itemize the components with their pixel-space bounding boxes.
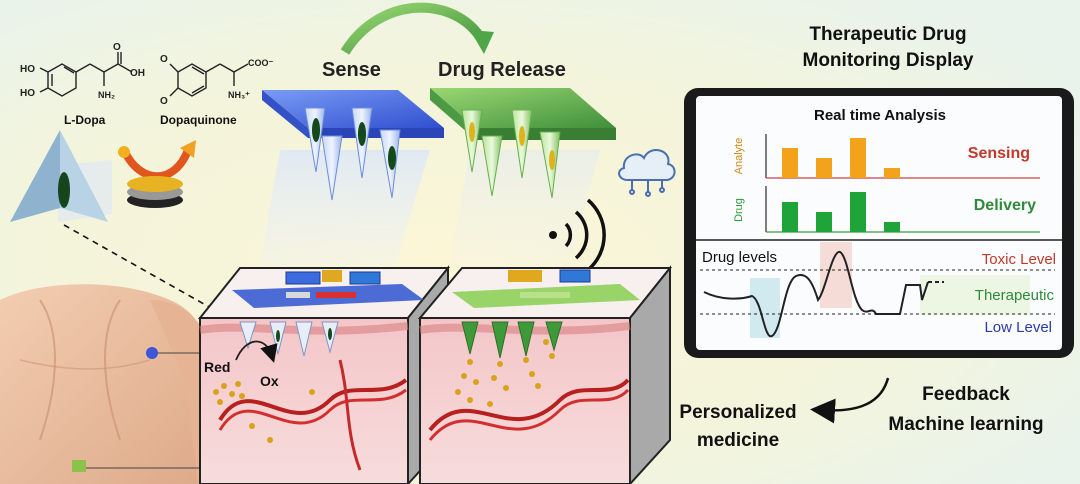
chem-coo: COO⁻ bbox=[248, 58, 274, 68]
redox-cycle-arrow bbox=[235, 340, 278, 363]
oxidation-arrow-head bbox=[180, 140, 196, 158]
wireless-signal-icon bbox=[549, 198, 606, 272]
electrode-layer-stack bbox=[127, 176, 183, 208]
released-drug-dots bbox=[455, 339, 555, 407]
label-therapeutic: Therapeutic bbox=[975, 287, 1055, 304]
label-sensing: Sensing bbox=[968, 145, 1030, 162]
bar-delivery-1 bbox=[782, 202, 798, 232]
bar-delivery-3 bbox=[850, 192, 866, 232]
sense-to-release-arrow-head bbox=[470, 30, 494, 54]
label-low-level: Low Level bbox=[984, 319, 1052, 336]
chem-carbonyl-o: O bbox=[113, 42, 121, 53]
dopa-molecule-dot bbox=[118, 146, 130, 158]
bar-delivery-2 bbox=[816, 212, 832, 232]
label-personalized: Personalized bbox=[679, 402, 796, 423]
bar-sensing-4 bbox=[884, 168, 900, 178]
label-ox: Ox bbox=[260, 373, 279, 389]
tablet-device bbox=[684, 88, 1074, 358]
label-feedback: Feedback bbox=[922, 384, 1010, 405]
redox-dots bbox=[213, 381, 315, 443]
chem-ho-bottom: HO bbox=[20, 88, 35, 99]
bar-delivery-4 bbox=[884, 222, 900, 232]
label-drug-release: Drug Release bbox=[438, 59, 566, 81]
molecule-label-l-dopa: L-Dopa bbox=[64, 113, 106, 127]
molecule-label-dopaquinone: Dopaquinone bbox=[160, 113, 237, 127]
axis-drug: Drug bbox=[733, 198, 745, 222]
chem-o-top: O bbox=[160, 54, 168, 65]
bar-sensing-2 bbox=[816, 158, 832, 178]
release-projection-beam bbox=[450, 150, 600, 265]
drug-level-panel bbox=[696, 239, 1062, 338]
chem-nh2: NH₂ bbox=[98, 90, 115, 100]
cloud-network-icon bbox=[618, 149, 676, 197]
feedback-arrow bbox=[810, 377, 890, 424]
chem-ho-top: HO bbox=[20, 64, 35, 75]
label-delivery: Delivery bbox=[974, 197, 1036, 214]
label-medicine: medicine bbox=[697, 430, 779, 451]
sense-skin-block bbox=[197, 265, 451, 484]
label-sense: Sense bbox=[322, 59, 381, 81]
chem-oh: OH bbox=[130, 68, 145, 79]
microneedle-zoom-pyramid bbox=[10, 130, 108, 222]
label-toxic-level: Toxic Level bbox=[982, 251, 1056, 268]
sense-microneedle-patch bbox=[262, 90, 444, 201]
display-title-line1: Therapeutic Drug bbox=[809, 24, 966, 45]
dopaquinone-structure bbox=[169, 63, 249, 97]
tablet-header: Real time Analysis bbox=[814, 107, 946, 124]
sense-projection-beam bbox=[260, 150, 430, 265]
label-drug-levels: Drug levels bbox=[702, 249, 777, 266]
axis-analyte: Analyte bbox=[733, 138, 745, 175]
release-microneedle-patch bbox=[430, 88, 616, 199]
chem-nh3: NH₃⁺ bbox=[228, 90, 250, 100]
chem-o-bottom: O bbox=[160, 96, 168, 107]
l-dopa-structure bbox=[39, 52, 133, 97]
body-sensor-patch-green bbox=[72, 460, 86, 472]
sense-to-release-arrow bbox=[340, 2, 487, 55]
label-machine-learning: Machine learning bbox=[888, 414, 1043, 435]
release-skin-block bbox=[417, 265, 673, 484]
body-sensor-patch-blue bbox=[146, 347, 158, 359]
bar-sensing-1 bbox=[782, 148, 798, 178]
analysis-chart bbox=[765, 134, 1040, 233]
bar-sensing-3 bbox=[850, 138, 866, 178]
display-title-line2: Monitoring Display bbox=[803, 50, 974, 71]
label-red: Red bbox=[204, 359, 230, 375]
